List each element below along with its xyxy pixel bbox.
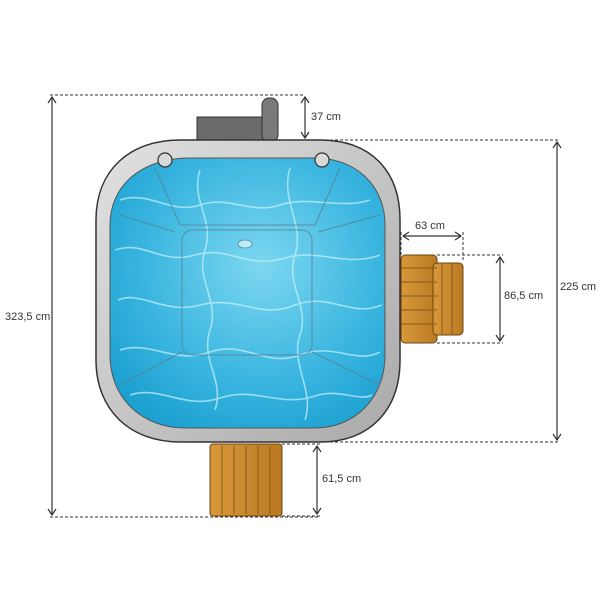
stairs xyxy=(400,254,464,344)
rim-fitting-left xyxy=(157,152,173,168)
dimension-arrows xyxy=(47,95,562,517)
bench-depth-label: 61,5 cm xyxy=(322,473,361,485)
drain-icon xyxy=(237,239,253,249)
stairs-width-label: 86,5 cm xyxy=(504,290,543,302)
bench xyxy=(209,443,283,517)
total-height-label: 323,5 cm xyxy=(5,311,50,323)
stairs-upper-step xyxy=(432,262,464,336)
rim-fitting-right xyxy=(314,152,330,168)
chimney-pipe xyxy=(261,97,279,143)
tub-height-label: 225 cm xyxy=(560,281,596,293)
chimney-height-label: 37 cm xyxy=(311,111,341,123)
stove xyxy=(196,97,279,144)
stairs-depth-label: 63 cm xyxy=(415,220,445,232)
tub-seats xyxy=(119,167,381,386)
tub-water xyxy=(109,157,386,429)
extension-lines xyxy=(50,94,560,518)
stove-box xyxy=(196,116,268,144)
footwell xyxy=(181,229,313,356)
